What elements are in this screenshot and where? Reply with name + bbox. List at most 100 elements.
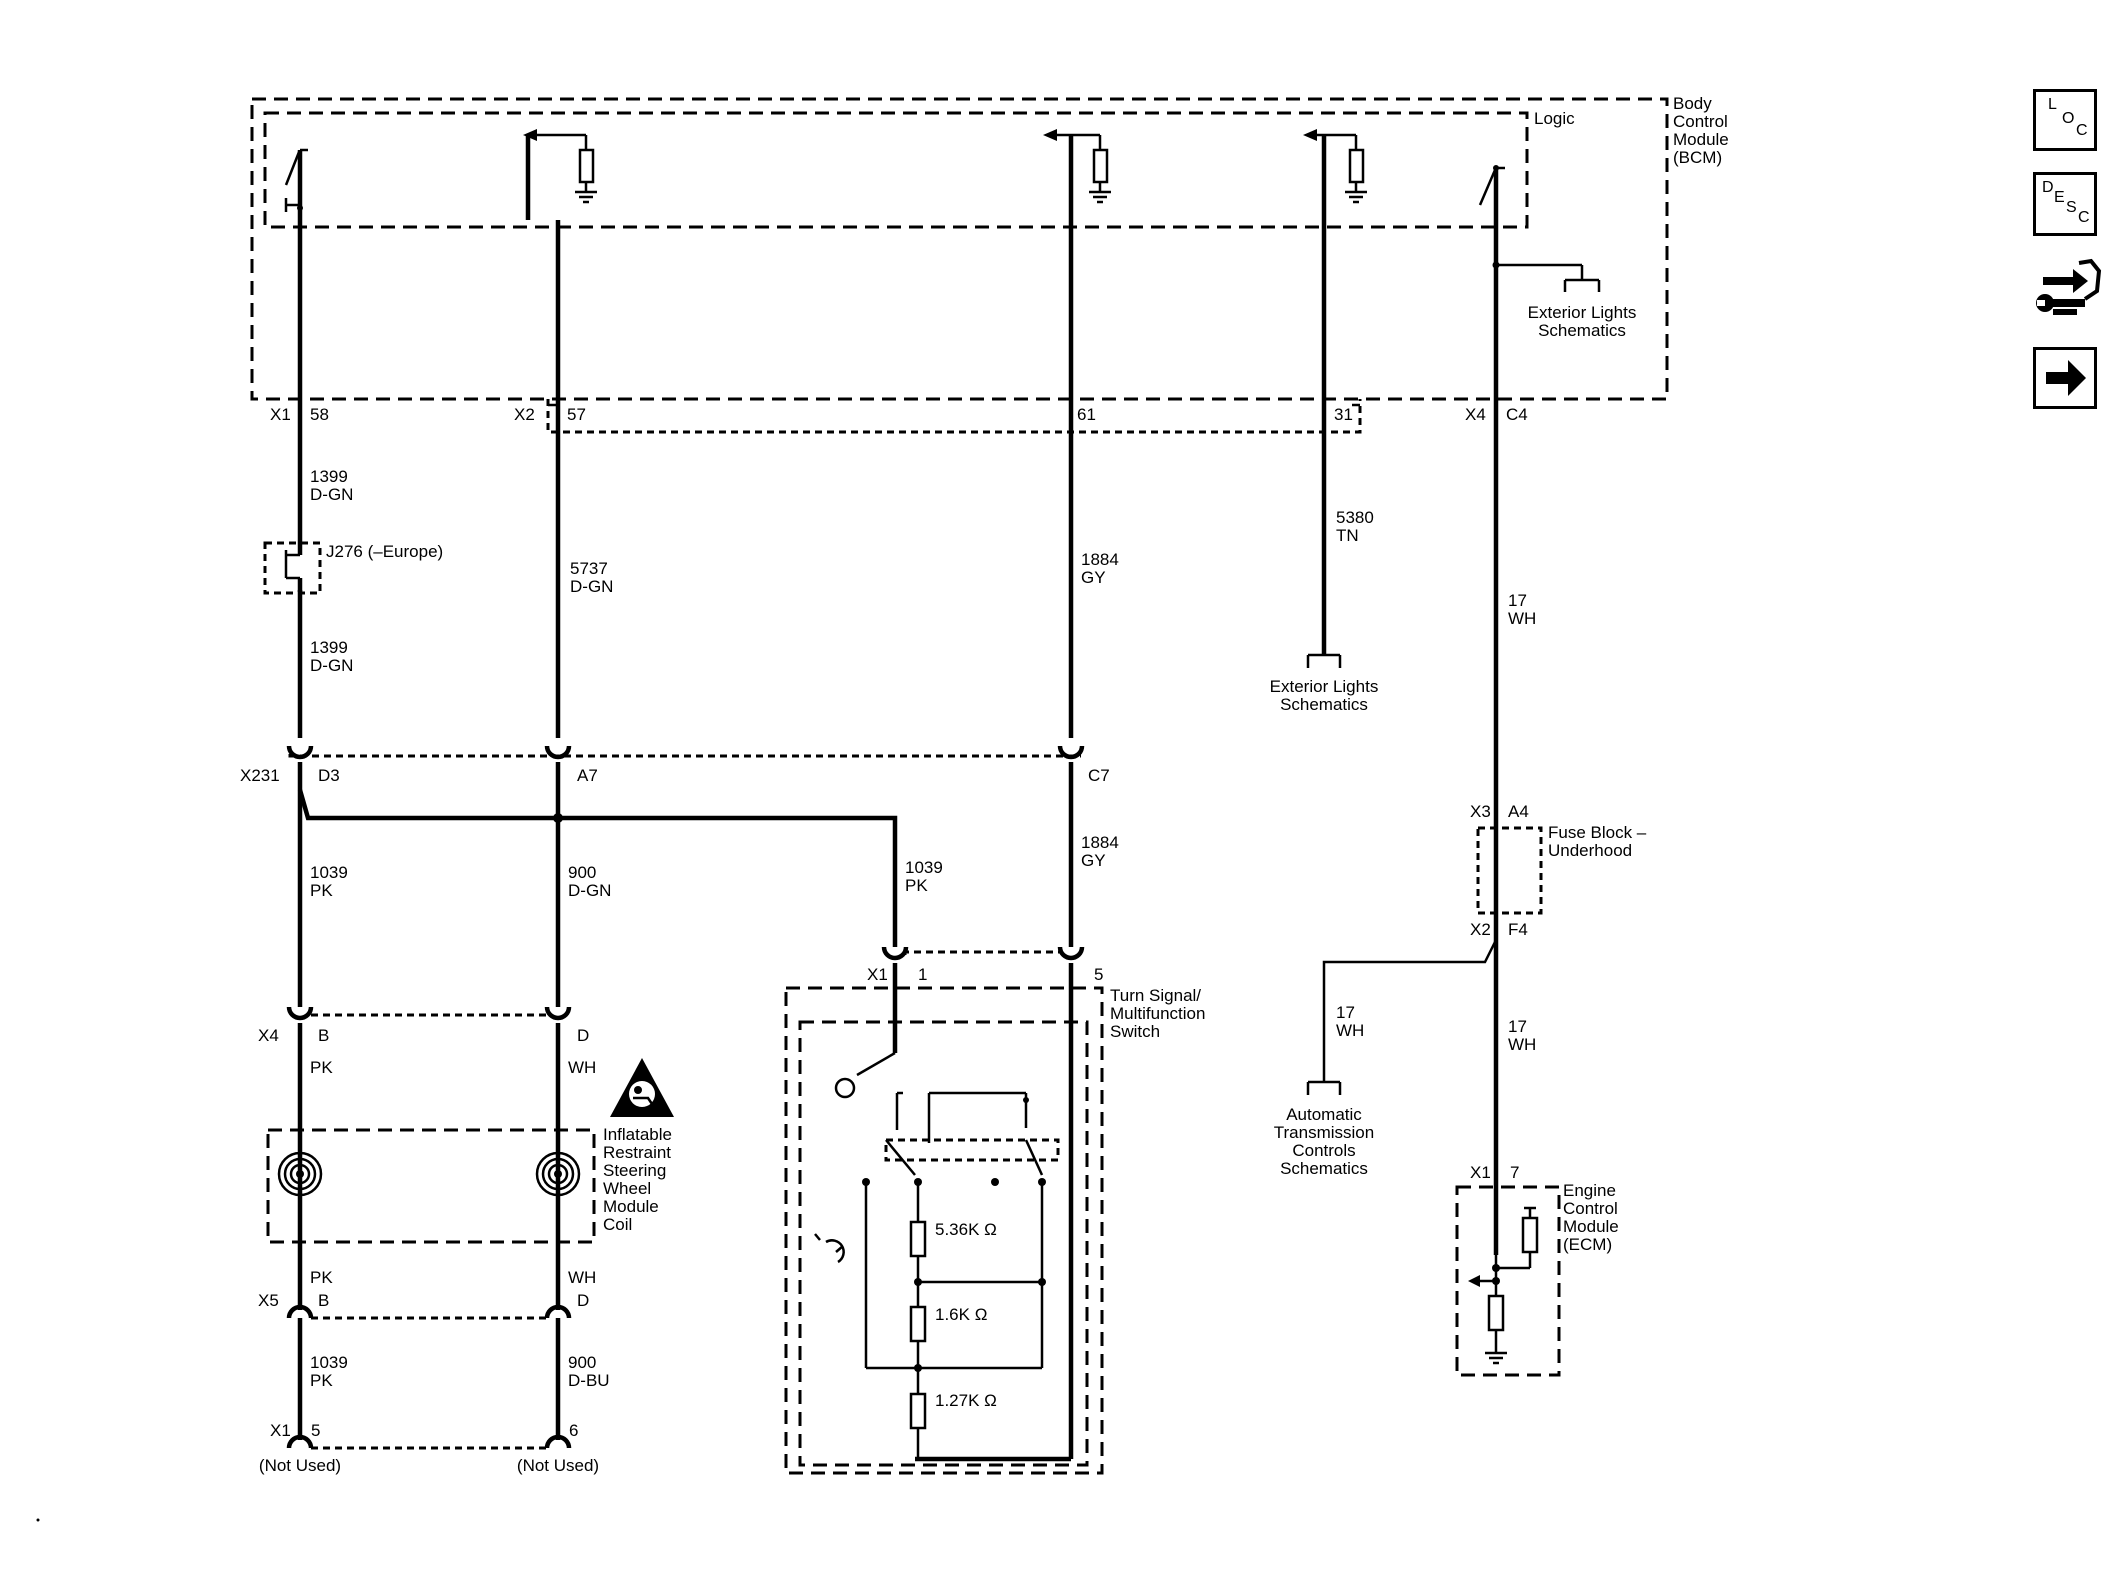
svg-text:Schematics: Schematics <box>1538 321 1626 340</box>
svg-text:Module: Module <box>603 1197 659 1216</box>
wire-5737: 5737 D-GN <box>555 220 613 738</box>
svg-text:J276 (–Europe): J276 (–Europe) <box>326 542 443 561</box>
airbag-warning-icon <box>610 1058 674 1117</box>
svg-text:1039: 1039 <box>905 858 943 877</box>
svg-text:17: 17 <box>1336 1003 1355 1022</box>
steering-wheel-coil: Inflatable Restraint Steering Wheel Modu… <box>266 1058 674 1244</box>
j276-connector: J276 (–Europe) <box>263 540 443 595</box>
svg-text:WH: WH <box>1508 609 1536 628</box>
svg-text:5: 5 <box>1094 965 1103 984</box>
logic-label: Logic <box>1534 109 1575 128</box>
svg-text:Automatic: Automatic <box>1286 1105 1362 1124</box>
ecm-module: X1 7 Engine Control Module (ECM) <box>1455 1163 1619 1377</box>
clockspring-left <box>277 1151 323 1197</box>
svg-text:WH: WH <box>1336 1021 1364 1040</box>
svg-text:X5: X5 <box>258 1291 279 1310</box>
svg-text:Inflatable: Inflatable <box>603 1125 672 1144</box>
svg-text:(Not Used): (Not Used) <box>259 1456 341 1475</box>
svg-text:A7: A7 <box>577 766 598 785</box>
svg-text:900: 900 <box>568 863 596 882</box>
svg-text:X1: X1 <box>270 405 291 424</box>
bcm-connectors: X1 58 X2 57 61 31 X4 C4 <box>270 399 1528 434</box>
svg-text:PK: PK <box>310 1371 333 1390</box>
connector-wrench-icon <box>2036 258 2102 315</box>
svg-text:PK: PK <box>905 876 928 895</box>
stray-dot <box>36 1518 40 1522</box>
svg-text:B: B <box>318 1026 329 1045</box>
next-button[interactable] <box>2033 347 2097 409</box>
svg-text:Multifunction: Multifunction <box>1110 1004 1205 1023</box>
x5-connector: PK WH X5 B D <box>258 1268 596 1318</box>
svg-text:X1: X1 <box>270 1421 291 1440</box>
svg-text:C4: C4 <box>1506 405 1528 424</box>
turn-signal-switch: X1 1 5 Turn Signal/ Multifunction Switch <box>784 947 1205 1475</box>
svg-text:6: 6 <box>569 1421 578 1440</box>
svg-text:(Not Used): (Not Used) <box>517 1456 599 1475</box>
wire-17-main: 17 WH <box>1493 220 1536 1255</box>
svg-text:Transmission: Transmission <box>1274 1123 1374 1142</box>
svg-text:5: 5 <box>311 1421 320 1440</box>
svg-text:Exterior Lights: Exterior Lights <box>1270 677 1379 696</box>
svg-text:B: B <box>318 1291 329 1310</box>
svg-text:X2: X2 <box>514 405 535 424</box>
bcm-module: Body Control Module (BCM) Logic <box>250 94 1729 401</box>
resistor-1-label: 5.36K Ω <box>935 1220 997 1239</box>
svg-text:PK: PK <box>310 1058 333 1077</box>
svg-text:D-BU: D-BU <box>568 1371 610 1390</box>
svg-text:17: 17 <box>1508 1017 1527 1036</box>
x4-connector: X4 B D PK WH <box>258 1007 596 1077</box>
bcm-switch-left <box>284 148 308 220</box>
svg-text:Controls: Controls <box>1292 1141 1355 1160</box>
svg-text:5380: 5380 <box>1336 508 1374 527</box>
wire-1399: 1399 D-GN 1399 D-GN <box>297 220 353 738</box>
svg-text:57: 57 <box>567 405 586 424</box>
svg-text:Module: Module <box>1673 130 1729 149</box>
bcm-label: Body <box>1673 94 1712 113</box>
svg-text:GY: GY <box>1081 851 1106 870</box>
wire-17-branch: 17 WH Automatic Transmission Controls Sc… <box>1274 939 1536 1178</box>
description-button[interactable]: D E S C <box>2033 172 2097 236</box>
svg-text:A4: A4 <box>1508 802 1529 821</box>
resistor-2-label: 1.6K Ω <box>935 1305 987 1324</box>
bcm-driver-1 <box>523 129 599 220</box>
location-button[interactable]: L O C <box>2033 89 2097 151</box>
wire-900-mid: 900 D-GN <box>553 762 611 1007</box>
fuse-block-underhood: X3 A4 Fuse Block – Underhood X2 F4 <box>1470 802 1647 939</box>
connector-repair-button[interactable] <box>2033 255 2103 325</box>
svg-text:D-GN: D-GN <box>310 656 353 675</box>
svg-text:C7: C7 <box>1088 766 1110 785</box>
svg-text:900: 900 <box>568 1353 596 1372</box>
svg-text:GY: GY <box>1081 568 1106 587</box>
bcm-switch-right <box>1478 165 1505 220</box>
svg-text:F4: F4 <box>1508 920 1528 939</box>
svg-text:61: 61 <box>1077 405 1096 424</box>
clockspring-right <box>535 1151 581 1197</box>
svg-text:Control: Control <box>1673 112 1728 131</box>
svg-text:Coil: Coil <box>603 1215 632 1234</box>
svg-text:1399: 1399 <box>310 638 348 657</box>
svg-text:X4: X4 <box>258 1026 279 1045</box>
resistor-3-label: 1.27K Ω <box>935 1391 997 1410</box>
svg-text:Turn Signal/: Turn Signal/ <box>1110 986 1201 1005</box>
svg-text:X2: X2 <box>1470 920 1491 939</box>
x231-connector: X231 D3 A7 C7 <box>240 746 1110 785</box>
svg-text:1039: 1039 <box>310 863 348 882</box>
svg-text:D-GN: D-GN <box>310 485 353 504</box>
bcm-driver-2 <box>1043 129 1113 220</box>
svg-text:(BCM): (BCM) <box>1673 148 1722 167</box>
svg-text:TN: TN <box>1336 526 1359 545</box>
svg-text:1884: 1884 <box>1081 833 1119 852</box>
svg-text:PK: PK <box>310 1268 333 1287</box>
svg-text:Module: Module <box>1563 1217 1619 1236</box>
svg-text:PK: PK <box>310 881 333 900</box>
svg-text:X1: X1 <box>867 965 888 984</box>
svg-text:Wheel: Wheel <box>603 1179 651 1198</box>
svg-text:(ECM): (ECM) <box>1563 1235 1612 1254</box>
svg-text:1399: 1399 <box>310 467 348 486</box>
exterior-lights-ref-1: Exterior Lights Schematics <box>1492 261 1636 340</box>
svg-text:WH: WH <box>1508 1035 1536 1054</box>
wire-1039-left: 1039 PK 1039 PK <box>297 762 943 1007</box>
wire-5380: 5380 TN Exterior Lights Schematics <box>1270 220 1379 714</box>
svg-text:Schematics: Schematics <box>1280 695 1368 714</box>
